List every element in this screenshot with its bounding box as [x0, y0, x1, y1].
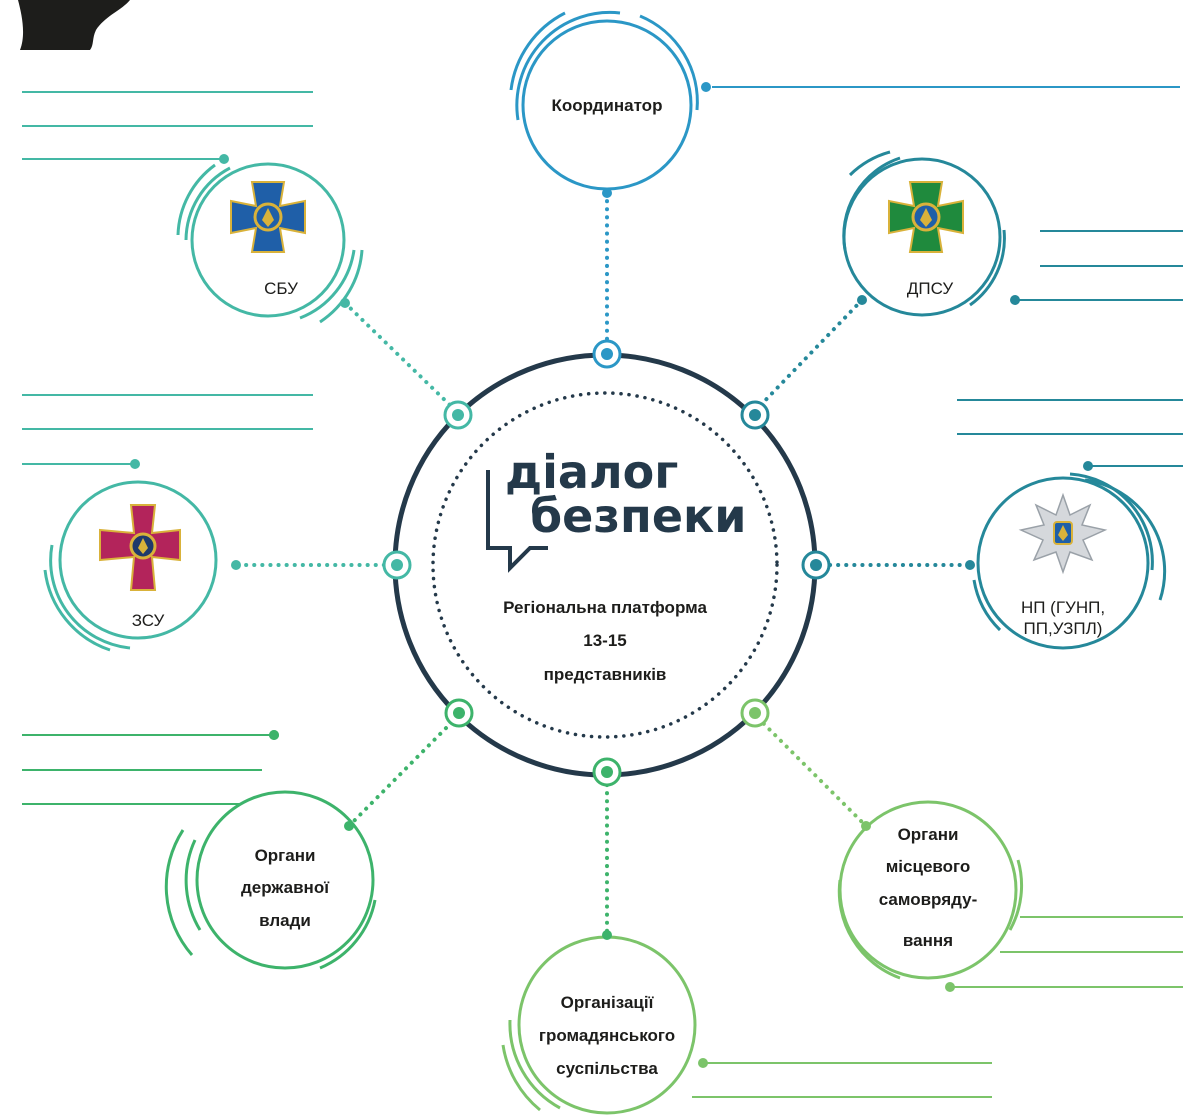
np-label-line-1: НП (ГУНП,	[1021, 598, 1105, 617]
node-dpsu: ДПСУ	[842, 150, 1020, 317]
hub-ports	[382, 339, 831, 787]
decorative-lines	[22, 86, 1183, 1098]
zsu-label: ЗСУ	[132, 611, 165, 630]
speech-bubble-icon	[486, 470, 548, 573]
dpsu-cross-emblem	[888, 181, 964, 253]
port-dpsu	[740, 400, 770, 430]
inner-dotted-ring	[431, 391, 779, 739]
state-label-line-2: державної	[241, 878, 330, 897]
state-label-line-3: влади	[259, 911, 311, 930]
local-label-line-1: Органи	[898, 825, 959, 844]
head-silhouette-icon	[18, 0, 130, 50]
local-label-line-3: самовряду-	[879, 890, 978, 909]
logo-line-1: діалог	[505, 445, 678, 499]
logo-line-2: безпеки	[530, 489, 746, 543]
port-sbu	[443, 400, 473, 430]
port-coordinator	[592, 339, 622, 369]
node-zsu: ЗСУ	[43, 459, 241, 652]
port-np	[801, 550, 831, 580]
np-label-line-2: ПП,УЗПЛ)	[1024, 619, 1103, 638]
subtitle-line-3: представників	[544, 665, 667, 684]
local-label-line-4: вання	[903, 931, 953, 950]
local-label-line-2: місцевого	[886, 857, 971, 876]
police-star-emblem	[1018, 492, 1108, 575]
connectors	[236, 191, 972, 937]
port-civil	[592, 757, 622, 787]
connector-state	[347, 716, 458, 828]
civil-label-line-3: суспільства	[556, 1059, 658, 1078]
state-label-line-1: Органи	[255, 846, 316, 865]
node-np: НП (ГУНП, ПП,УЗПЛ)	[965, 461, 1167, 650]
connector-local	[756, 716, 868, 828]
civil-label-line-2: громадянського	[539, 1026, 675, 1045]
dpsu-label: ДПСУ	[907, 279, 953, 298]
node-state-authorities: Органи державної влади	[164, 730, 377, 970]
civil-label-line-1: Організації	[561, 993, 655, 1012]
sbu-cross-emblem	[230, 181, 306, 253]
connector-dpsu	[754, 298, 864, 412]
node-local-government: Органи місцевого самовряду- вання	[837, 800, 1024, 992]
sbu-label: СБУ	[264, 279, 298, 298]
zsu-cross-emblem	[99, 504, 181, 591]
state-line-dot	[269, 730, 279, 740]
node-sbu: СБУ	[176, 154, 364, 324]
port-local	[740, 698, 770, 728]
port-zsu	[382, 550, 412, 580]
node-civil-society: Організації громадянського суспільства	[501, 930, 708, 1115]
node-coordinator: Координатор	[509, 10, 711, 198]
coordinator-label: Координатор	[552, 96, 663, 115]
connector-sbu	[343, 301, 457, 412]
subtitle-line-2: 13-15	[583, 631, 626, 650]
subtitle-line-1: Регіональна платформа	[503, 598, 707, 617]
port-state	[444, 698, 474, 728]
